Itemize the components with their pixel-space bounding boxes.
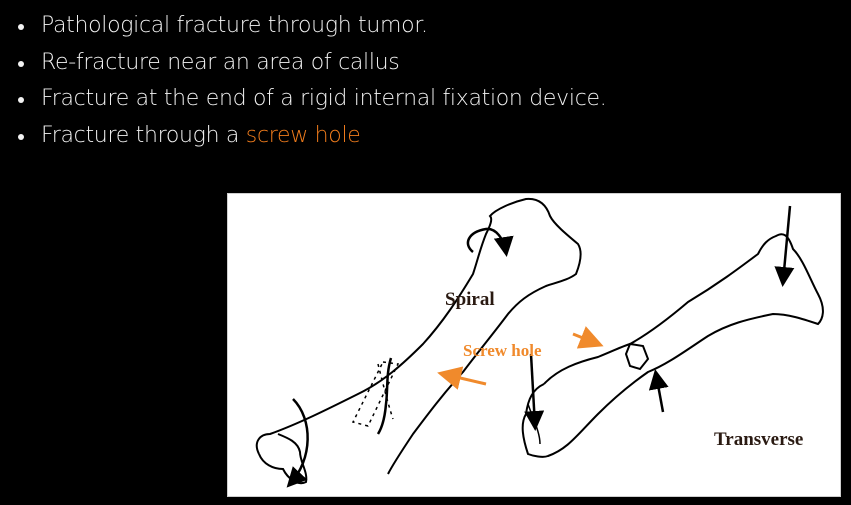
bullet-item: Fracture through a screw hole [0, 118, 606, 155]
fracture-diagram [255, 197, 824, 488]
bullet-dot-icon [18, 97, 24, 103]
bullet-dot-icon [18, 60, 24, 67]
bullet-item: Pathological fracture through tumor. [0, 8, 606, 45]
bullet-dot-icon [18, 24, 24, 30]
highlight-text: screw hole [245, 122, 361, 148]
screw-hole-label: Screw hole [463, 341, 542, 360]
arrow-icon [437, 326, 604, 390]
bone-spiral-fracture-icon [255, 197, 582, 488]
bullet-text: Fracture at the end of a rigid internal … [41, 86, 607, 111]
bone-transverse-fracture-icon [521, 205, 824, 458]
fracture-figure: Spiral Screw hole Transverse [227, 193, 841, 497]
bullet-list: Pathological fracture through tumor. Re-… [0, 8, 607, 155]
bullet-text: Fracture through a [41, 122, 246, 148]
spiral-label: Spiral [445, 289, 495, 310]
bullet-text: Re-fracture near an area of callus [41, 49, 400, 75]
bullet-dot-icon [18, 133, 24, 140]
bullet-item: Fracture at the end of a rigid internal … [0, 81, 607, 118]
bullet-item: Re-fracture near an area of callus [0, 45, 606, 82]
transverse-label: Transverse [714, 429, 804, 450]
bullet-text: Pathological fracture through tumor. [41, 13, 428, 38]
